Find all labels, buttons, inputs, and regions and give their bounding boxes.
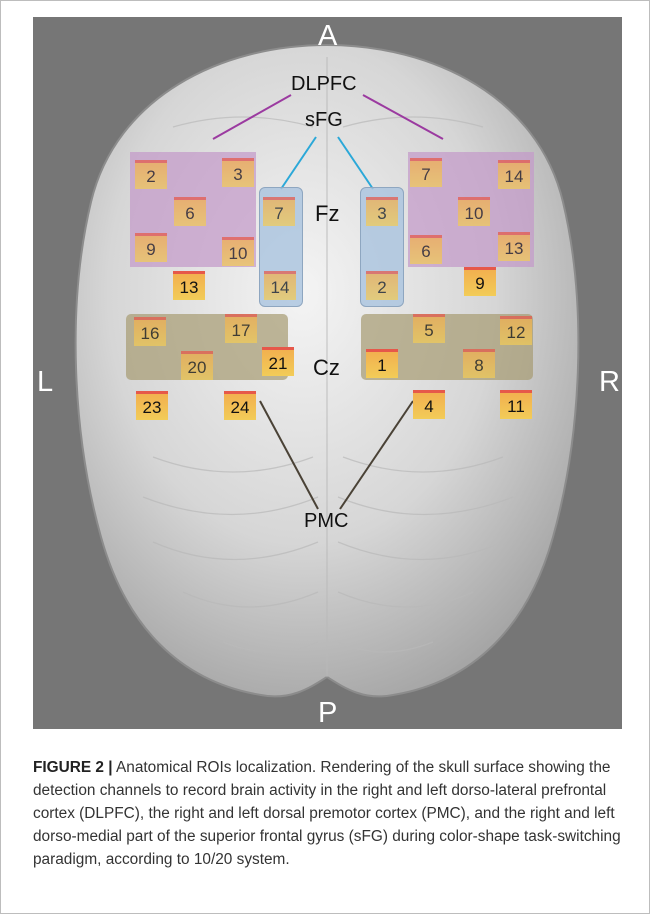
- channel-23: 23: [136, 391, 168, 420]
- channel-1: 1: [366, 349, 398, 378]
- dlpfc-label: DLPFC: [291, 74, 357, 94]
- channel-21: 21: [262, 347, 294, 376]
- channel-9: 9: [135, 233, 167, 262]
- fz-label: Fz: [315, 203, 339, 225]
- channel-5: 5: [413, 314, 445, 343]
- channel-24: 24: [224, 391, 256, 420]
- right-label: R: [599, 368, 620, 397]
- channel-3-right: 3: [366, 197, 398, 226]
- figure-caption: FIGURE 2 | Anatomical ROIs localization.…: [33, 756, 623, 871]
- channel-7-right: 7: [410, 158, 442, 187]
- channel-4: 4: [413, 390, 445, 419]
- channel-14-right: 14: [498, 160, 530, 189]
- cz-label: Cz: [313, 357, 340, 379]
- channel-14-left: 14: [264, 271, 296, 300]
- channel-20: 20: [181, 351, 213, 380]
- pmc-label: PMC: [304, 511, 348, 531]
- channel-6: 6: [174, 197, 206, 226]
- channel-9-right: 9: [464, 267, 496, 296]
- anterior-label: A: [318, 22, 337, 51]
- brain-figure: A P L R DLPFC sFG PMC Fz Cz 2 3 6 9 10 1…: [33, 17, 622, 729]
- channel-10: 10: [222, 237, 254, 266]
- caption-text: Anatomical ROIs localization. Rendering …: [33, 759, 621, 868]
- sfg-label: sFG: [305, 110, 343, 130]
- channel-11: 11: [500, 390, 532, 419]
- channel-2: 2: [135, 160, 167, 189]
- channel-3: 3: [222, 158, 254, 187]
- channel-6-right: 6: [410, 235, 442, 264]
- channel-16: 16: [134, 317, 166, 346]
- channel-8: 8: [463, 349, 495, 378]
- channel-13-right: 13: [498, 232, 530, 261]
- channel-7-left: 7: [263, 197, 295, 226]
- channel-2-right: 2: [366, 271, 398, 300]
- left-label: L: [37, 368, 53, 397]
- caption-label: FIGURE 2 |: [33, 759, 113, 776]
- channel-13: 13: [173, 271, 205, 300]
- channel-17: 17: [225, 314, 257, 343]
- channel-10-right: 10: [458, 197, 490, 226]
- posterior-label: P: [318, 699, 337, 728]
- channel-12: 12: [500, 316, 532, 345]
